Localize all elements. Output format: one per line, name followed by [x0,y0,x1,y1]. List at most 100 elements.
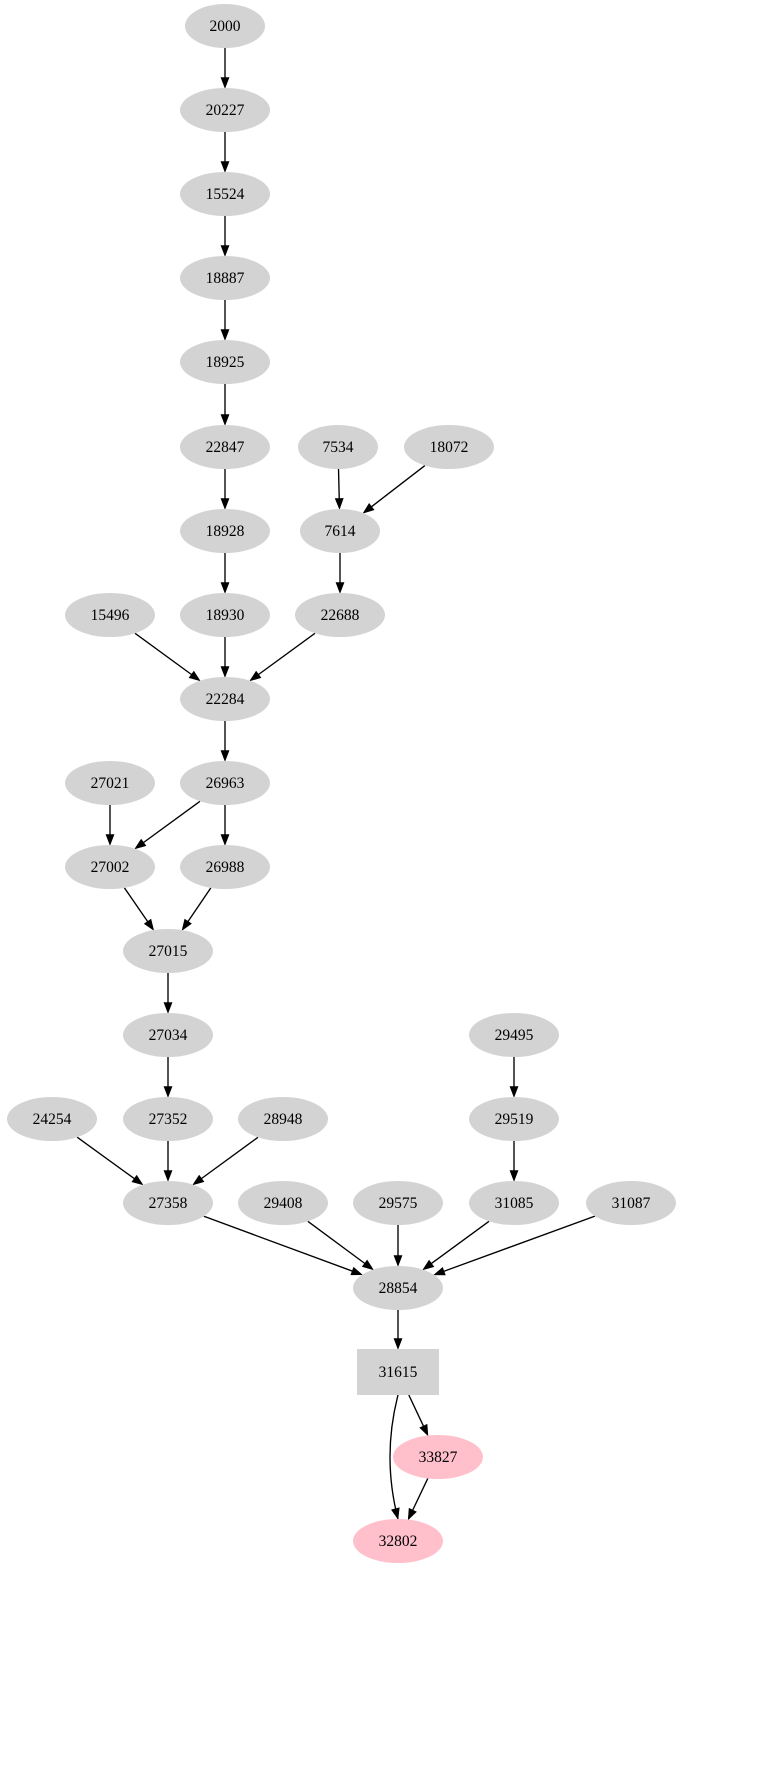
graph-node[interactable]: 29495 [469,1013,559,1057]
node-ellipse-shape[interactable] [123,1013,213,1057]
graph-node[interactable]: 18928 [180,509,270,553]
graph-node[interactable]: 27021 [65,761,155,805]
node-ellipse-shape[interactable] [123,929,213,973]
node-ellipse-shape[interactable] [65,593,155,637]
node-ellipse-shape[interactable] [180,256,270,300]
graph-node[interactable]: 29519 [469,1097,559,1141]
node-ellipse-shape[interactable] [586,1181,676,1225]
node-ellipse-shape[interactable] [353,1519,443,1563]
node-ellipse-shape[interactable] [180,509,270,553]
graph-node[interactable]: 22688 [295,593,385,637]
graph-node[interactable]: 31085 [469,1181,559,1225]
graph-edge [509,1141,519,1182]
graph-node[interactable]: 22284 [180,677,270,721]
graph-edge [509,1057,519,1098]
graph-node[interactable]: 29408 [238,1181,328,1225]
graph-edge [422,1220,490,1271]
graph-edge [163,973,173,1014]
graph-edge [163,1141,173,1182]
node-ellipse-shape[interactable] [180,845,270,889]
graph-node[interactable]: 7534 [298,425,378,469]
graph-edge [393,1310,403,1350]
node-ellipse-shape[interactable] [295,593,385,637]
graph-edge [362,465,426,514]
graph-node[interactable]: 31615 [357,1349,439,1395]
graph-node[interactable]: 22847 [180,425,270,469]
node-ellipse-shape[interactable] [7,1097,97,1141]
graph-node[interactable]: 31087 [586,1181,676,1225]
graph-node[interactable]: 27358 [123,1181,213,1225]
node-ellipse-shape[interactable] [180,761,270,805]
graph-edge [408,1394,429,1437]
node-ellipse-shape[interactable] [353,1181,443,1225]
graph-edge [220,384,230,426]
edges-layer [76,48,596,1521]
graph-edge [192,1136,259,1186]
graph-node[interactable]: 18072 [404,425,494,469]
node-ellipse-shape[interactable] [353,1266,443,1310]
graph-node[interactable]: 20227 [180,88,270,132]
graph-edge [181,887,212,931]
node-ellipse-shape[interactable] [238,1181,328,1225]
graph-edge [220,132,230,173]
graph-edge [407,1478,429,1521]
graph-node[interactable]: 24254 [7,1097,97,1141]
node-ellipse-shape[interactable] [298,425,378,469]
node-ellipse-shape[interactable] [180,340,270,384]
node-ellipse-shape[interactable] [238,1097,328,1141]
node-ellipse-shape[interactable] [180,172,270,216]
node-ellipse-shape[interactable] [123,1097,213,1141]
graph-edge [335,553,345,594]
graph-edge [134,632,201,682]
graph-edge [76,1136,144,1186]
graph-edge [134,800,201,850]
graph-edge [220,300,230,341]
graph-node[interactable]: 28948 [238,1097,328,1141]
node-ellipse-shape[interactable] [300,509,380,553]
graph-edge [307,1220,374,1271]
node-ellipse-shape[interactable] [469,1013,559,1057]
graph-edge [220,637,230,678]
node-ellipse-shape[interactable] [180,425,270,469]
node-ellipse-shape[interactable] [393,1435,483,1479]
graph-edge [433,1215,596,1276]
graph-edge [220,805,230,846]
graph-node[interactable]: 27352 [123,1097,213,1141]
graph-node[interactable]: 18887 [180,256,270,300]
graph-node[interactable]: 26963 [180,761,270,805]
graph-edge [393,1225,403,1267]
graph-node[interactable]: 27015 [123,929,213,973]
node-ellipse-shape[interactable] [404,425,494,469]
graph-node[interactable]: 28854 [353,1266,443,1310]
graph-edge [123,887,155,931]
graph-node[interactable]: 18925 [180,340,270,384]
node-ellipse-shape[interactable] [180,677,270,721]
node-ellipse-shape[interactable] [469,1097,559,1141]
node-ellipse-shape[interactable] [180,593,270,637]
graph-node[interactable]: 27002 [65,845,155,889]
graph-node[interactable]: 29575 [353,1181,443,1225]
node-ellipse-shape[interactable] [65,761,155,805]
node-box-shape[interactable] [357,1349,439,1395]
node-ellipse-shape[interactable] [185,4,265,48]
graph-edge [220,216,230,257]
node-ellipse-shape[interactable] [65,845,155,889]
graph-edge [220,48,230,89]
graph-node[interactable]: 7614 [300,509,380,553]
graph-node[interactable]: 33827 [393,1435,483,1479]
graph-node[interactable]: 18930 [180,593,270,637]
graph-edge [389,1394,400,1520]
graph-node[interactable]: 15496 [65,593,155,637]
graph-node[interactable]: 2000 [185,4,265,48]
graph-node[interactable]: 26988 [180,845,270,889]
node-ellipse-shape[interactable] [469,1181,559,1225]
graph-node[interactable]: 32802 [353,1519,443,1563]
node-ellipse-shape[interactable] [123,1181,213,1225]
graph-node[interactable]: 15524 [180,172,270,216]
graph-edge [163,1057,173,1098]
graph-node[interactable]: 27034 [123,1013,213,1057]
graph-edge [203,1215,363,1276]
node-ellipse-shape[interactable] [180,88,270,132]
